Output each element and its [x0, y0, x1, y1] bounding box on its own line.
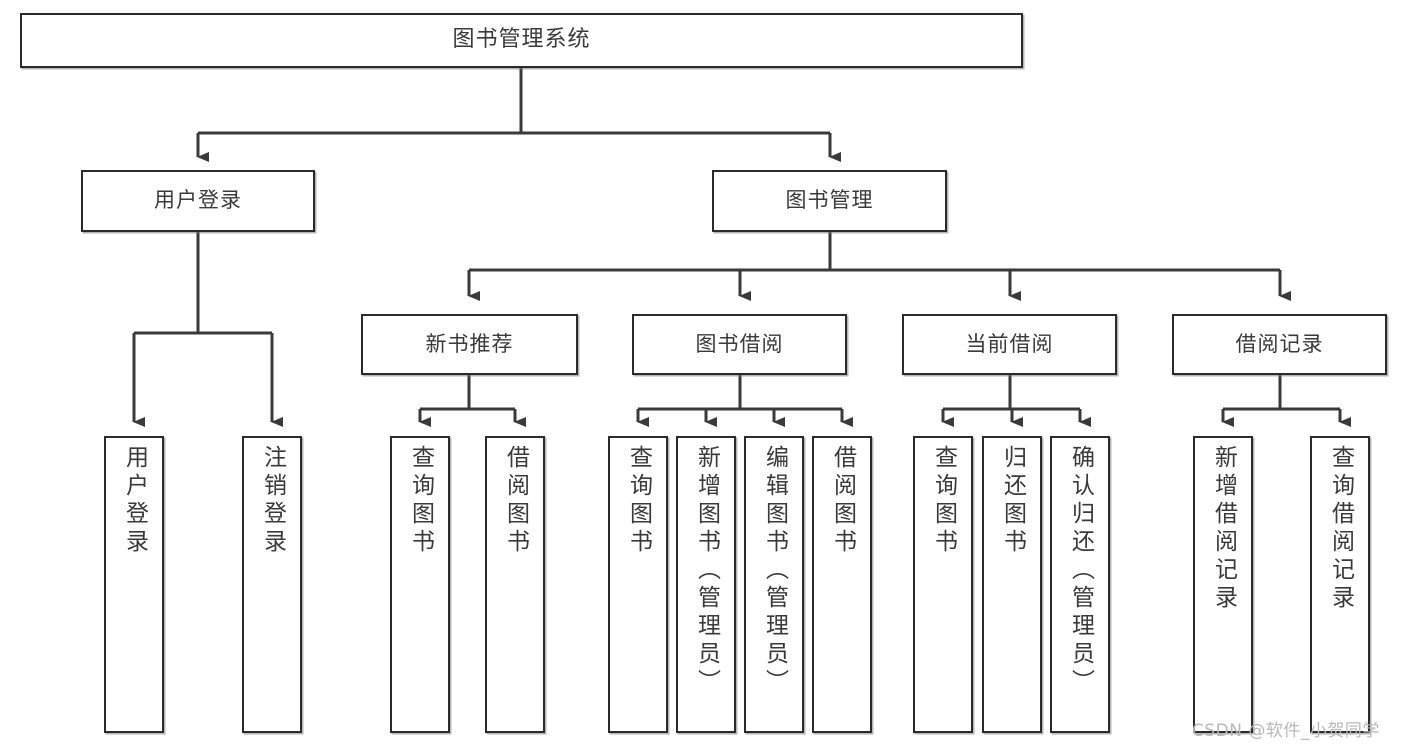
node-leaf-logout[interactable]: 注销登录 — [242, 436, 302, 733]
node-leaf-return-book-label: 归还图书 — [999, 445, 1026, 557]
node-current-borrow[interactable]: 当前借阅 — [902, 314, 1117, 375]
node-current-borrow-label: 当前借阅 — [965, 331, 1054, 356]
node-leaf-borrow-book-1-label: 借阅图书 — [502, 445, 529, 557]
node-book-manage[interactable]: 图书管理 — [712, 170, 947, 232]
node-book-borrow[interactable]: 图书借阅 — [632, 314, 847, 375]
watermark-text: CSDN @软件_小贺同学 — [1192, 721, 1380, 741]
node-leaf-user-login-label: 用户登录 — [121, 445, 148, 557]
node-leaf-borrow-book-2-label: 借阅图书 — [829, 445, 856, 557]
node-leaf-query-book-3[interactable]: 查询图书 — [913, 436, 973, 733]
node-leaf-edit-book[interactable]: 编辑图书（管理员） — [744, 436, 804, 733]
node-leaf-add-record-label: 新增借阅记录 — [1210, 445, 1237, 613]
node-leaf-confirm-return[interactable]: 确认归还（管理员） — [1050, 436, 1110, 733]
node-new-book-rec[interactable]: 新书推荐 — [361, 314, 578, 375]
node-root[interactable]: 图书管理系统 — [20, 13, 1023, 68]
node-user-login[interactable]: 用户登录 — [81, 170, 315, 232]
node-leaf-query-book-3-label: 查询图书 — [930, 445, 957, 557]
node-leaf-query-book-2-label: 查询图书 — [625, 445, 652, 557]
node-leaf-add-record[interactable]: 新增借阅记录 — [1193, 436, 1253, 733]
node-leaf-query-book-1[interactable]: 查询图书 — [390, 436, 450, 733]
node-leaf-query-book-2[interactable]: 查询图书 — [608, 436, 668, 733]
node-user-login-label: 用户登录 — [154, 188, 242, 213]
node-leaf-user-login[interactable]: 用户登录 — [104, 436, 164, 733]
node-book-borrow-label: 图书借阅 — [695, 331, 784, 356]
node-book-manage-label: 图书管理 — [785, 188, 874, 213]
node-leaf-logout-label: 注销登录 — [259, 445, 286, 557]
node-leaf-confirm-return-label: 确认归还（管理员） — [1067, 445, 1094, 697]
node-leaf-add-book-label: 新增图书（管理员） — [693, 445, 720, 697]
node-leaf-query-record[interactable]: 查询借阅记录 — [1310, 436, 1370, 733]
node-root-label: 图书管理系统 — [452, 27, 591, 53]
node-borrow-record[interactable]: 借阅记录 — [1172, 314, 1387, 375]
node-leaf-borrow-book-1[interactable]: 借阅图书 — [485, 436, 545, 733]
node-leaf-edit-book-label: 编辑图书（管理员） — [761, 445, 788, 697]
node-leaf-return-book[interactable]: 归还图书 — [982, 436, 1042, 733]
node-borrow-record-label: 借阅记录 — [1235, 331, 1324, 356]
node-leaf-query-book-1-label: 查询图书 — [407, 445, 434, 557]
node-leaf-borrow-book-2[interactable]: 借阅图书 — [812, 436, 872, 733]
node-leaf-query-record-label: 查询借阅记录 — [1327, 445, 1354, 613]
node-leaf-add-book[interactable]: 新增图书（管理员） — [676, 436, 736, 733]
node-new-book-rec-label: 新书推荐 — [425, 331, 514, 356]
